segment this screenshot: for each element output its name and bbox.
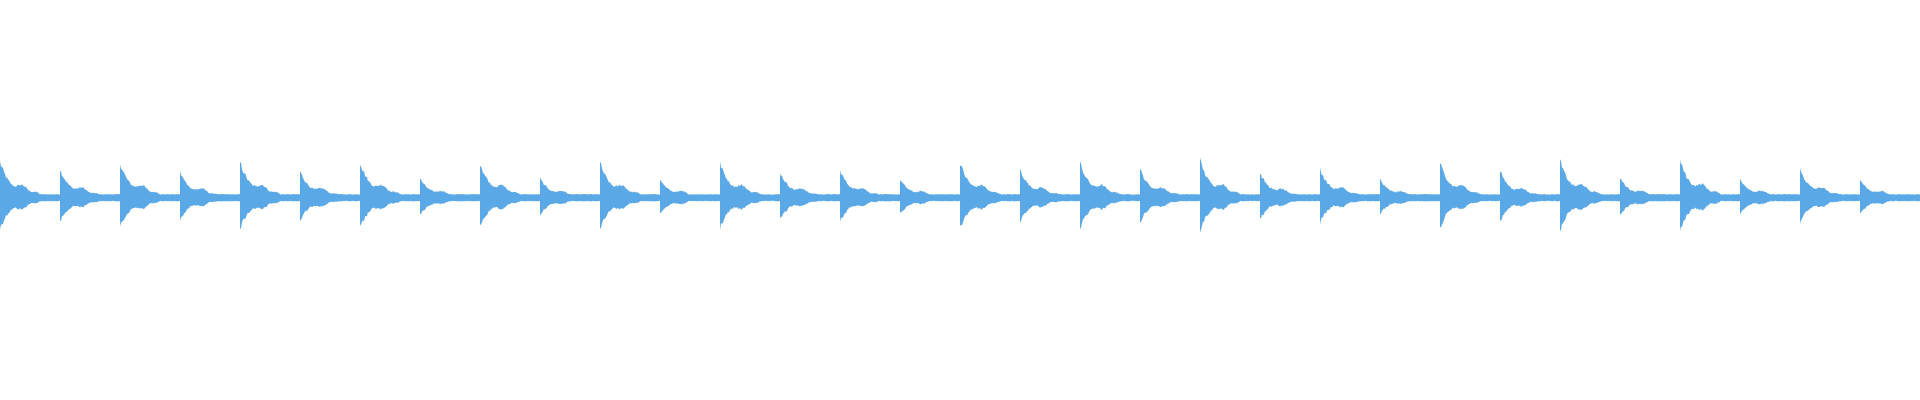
waveform-hit bbox=[780, 173, 840, 219]
waveform-hit bbox=[1260, 173, 1320, 219]
waveform-hit bbox=[1200, 157, 1260, 233]
waveform-hit bbox=[1380, 178, 1440, 215]
waveform-hit bbox=[60, 171, 120, 221]
waveform-hit bbox=[660, 180, 720, 214]
waveform-hit bbox=[240, 162, 300, 229]
waveform-hit bbox=[900, 180, 960, 213]
waveform-hit bbox=[300, 171, 360, 221]
waveform-hit bbox=[960, 165, 1020, 226]
waveform-hit bbox=[180, 170, 240, 222]
waveform-hit bbox=[720, 160, 780, 231]
waveform-hit bbox=[840, 169, 900, 223]
waveform-hit bbox=[1680, 158, 1740, 232]
waveform-hit bbox=[360, 164, 420, 226]
waveform-hit bbox=[600, 161, 660, 229]
waveform-hit bbox=[1800, 168, 1860, 224]
waveform-hit bbox=[0, 161, 60, 230]
waveform-hit bbox=[1620, 178, 1680, 215]
waveform-hit bbox=[1500, 171, 1560, 221]
waveform-hit bbox=[420, 178, 480, 215]
waveform-hit bbox=[1020, 168, 1080, 223]
waveform-hit bbox=[1860, 179, 1920, 214]
waveform-hit bbox=[120, 164, 180, 227]
waveform-hit bbox=[1440, 163, 1500, 228]
waveform-hit bbox=[1140, 168, 1200, 223]
waveform-hit bbox=[1740, 178, 1800, 215]
waveform-hit bbox=[1080, 161, 1140, 230]
waveform-hit bbox=[1320, 167, 1380, 225]
waveform-hit bbox=[480, 166, 540, 225]
waveform-hit bbox=[1560, 159, 1620, 232]
waveform-hit bbox=[540, 177, 600, 216]
